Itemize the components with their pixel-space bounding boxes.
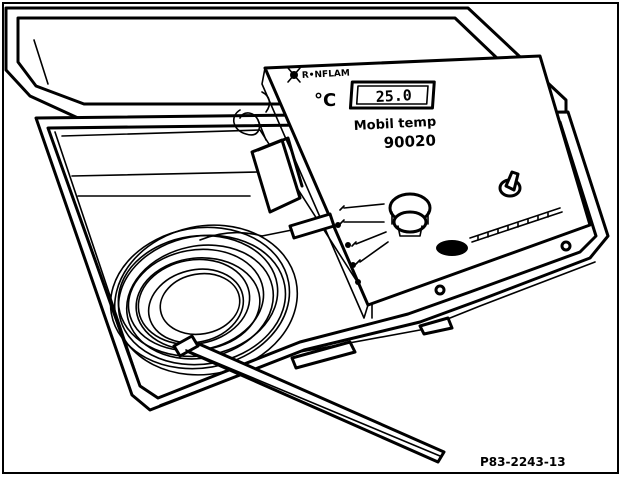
- knob-icon[interactable]: [388, 192, 432, 237]
- temperature-readout: 25.0: [375, 86, 412, 106]
- brand-logo: [287, 67, 301, 83]
- toggle-switch-icon[interactable]: [498, 170, 522, 198]
- probe-connector: [261, 212, 336, 240]
- device-model: 90020: [383, 131, 436, 152]
- clip-sensor-icon: [233, 91, 304, 214]
- case-interior: [61, 129, 373, 306]
- indicator-lamp: [436, 240, 468, 256]
- scale-strip: [469, 207, 563, 243]
- thermometer-probe-icon: [172, 334, 446, 464]
- case-latch: [290, 316, 454, 370]
- panel-screws: [434, 240, 572, 296]
- brand-label: R•NFLAM: [302, 68, 351, 81]
- unit-label: °C: [314, 90, 336, 111]
- figure-border: [2, 2, 619, 474]
- figure-code: P83-2243-13: [480, 455, 566, 469]
- lcd-display: [348, 80, 436, 110]
- device-name: Mobil temp: [353, 115, 436, 134]
- selector-scale: [335, 203, 389, 285]
